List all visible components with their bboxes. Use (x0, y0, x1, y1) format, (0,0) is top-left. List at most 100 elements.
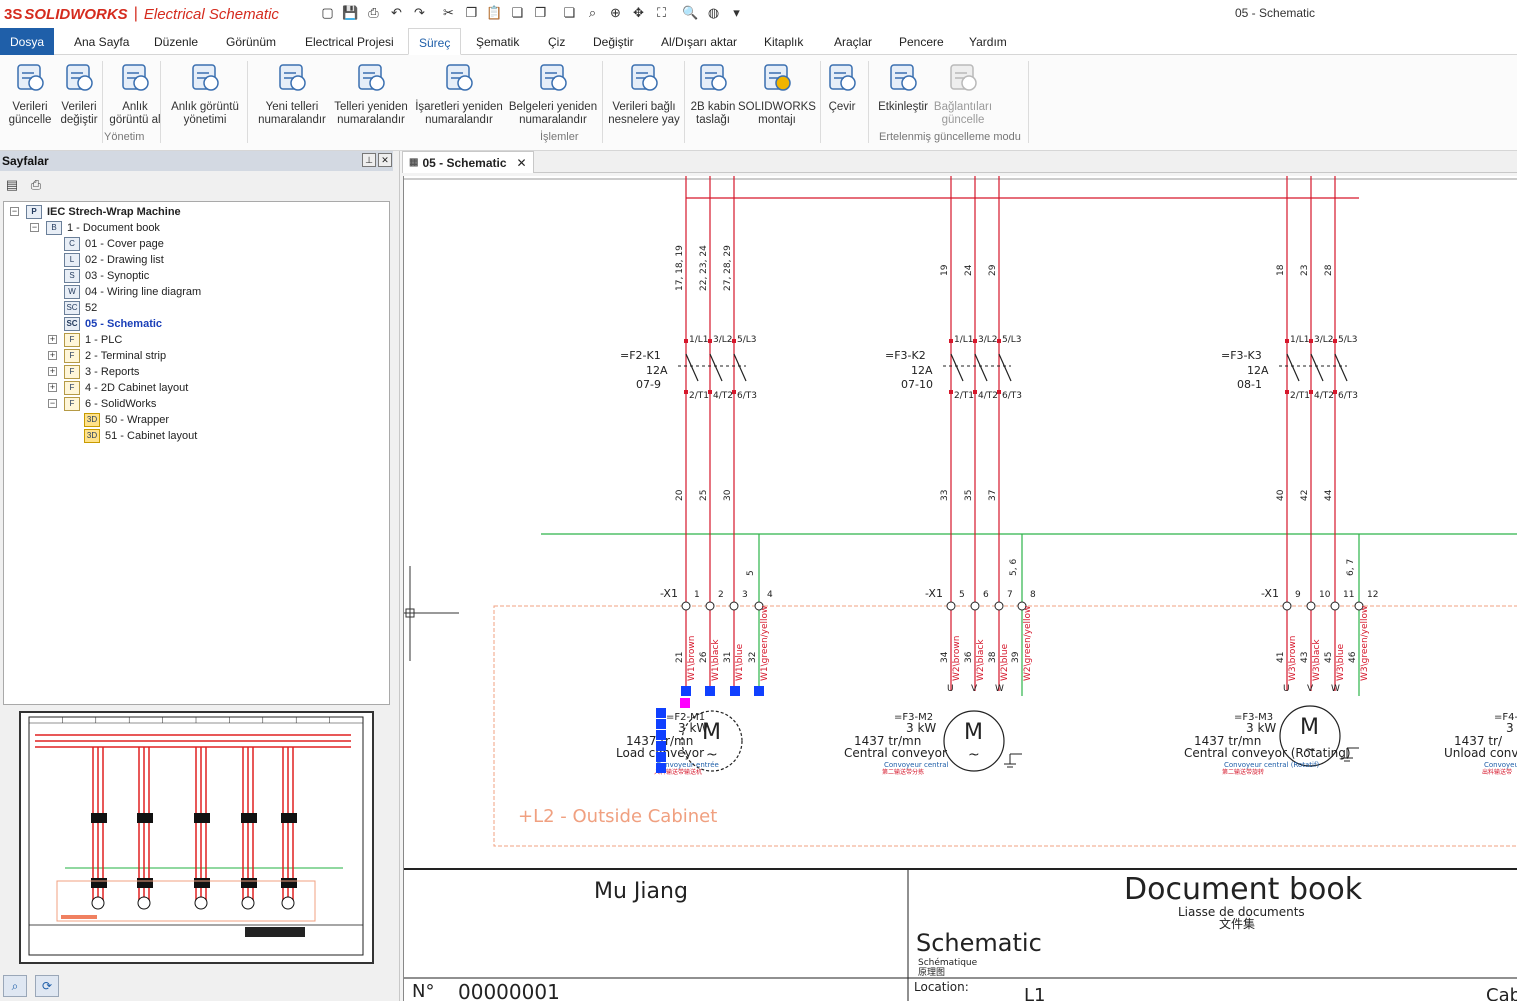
expand-icon[interactable]: + (48, 350, 57, 360)
redo-icon[interactable]: ↷ (414, 4, 425, 20)
ribbon-button-translate[interactable]: Çevir (827, 59, 857, 114)
cut-icon[interactable]: ✂ (443, 4, 454, 20)
terminal-number: 4 (767, 590, 773, 600)
menu-tab-6[interactable]: Şematik (476, 35, 520, 49)
tree-item-label: 52 (85, 302, 98, 314)
search-icon[interactable]: 🔍 (682, 4, 699, 20)
zoom-fit-icon[interactable]: ⛶ (656, 4, 667, 20)
tree-item-label: 6 - SolidWorks (85, 398, 157, 410)
menu-tab-7[interactable]: Çiz (548, 35, 566, 49)
ribbon-button-activate[interactable]: Etkinleştir (876, 59, 930, 114)
ribbon-label-line1: Verileri (61, 101, 97, 113)
book-subtitle-cjk: 文件集 (1219, 916, 1255, 931)
undo-icon[interactable]: ↶ (391, 4, 402, 20)
dropdown-icon[interactable]: ▾ (733, 4, 740, 20)
paste-format-icon[interactable]: ❏ (563, 4, 576, 20)
motor-4[interactable]: =F4-M3 k1437 tr/Unload conveConvoyeur de… (1444, 712, 1517, 776)
menu-tab-5[interactable]: Süreç (408, 28, 462, 55)
page-preview-thumbnail[interactable] (19, 711, 374, 964)
menu-tab-3[interactable]: Görünüm (226, 35, 277, 49)
menu-tab-1[interactable]: Ana Sayfa (74, 35, 130, 49)
contact-label-top: 1/L1 (954, 335, 974, 345)
collapse-icon[interactable]: − (48, 398, 57, 408)
contact-blade (1334, 353, 1348, 382)
contact-label-top: 5/L3 (737, 335, 757, 345)
menu-tab-11[interactable]: Araçlar (834, 35, 873, 49)
menu-tab-12[interactable]: Pencere (899, 35, 944, 49)
copy-icon[interactable]: ❐ (465, 4, 478, 20)
terminal-dot (1285, 339, 1289, 343)
collapse-icon[interactable]: − (30, 222, 39, 232)
print-preview-icon[interactable]: ⎙ (30, 177, 42, 192)
menu-tab-8[interactable]: Değiştir (593, 35, 634, 49)
copy-format-icon[interactable]: ❐ (534, 4, 547, 20)
palette-icon[interactable]: ◍ (707, 4, 720, 20)
close-tab-icon[interactable]: ✕ (516, 155, 527, 170)
tab-05-schematic[interactable]: ▦ 05 - Schematic ✕ (402, 151, 534, 173)
pan-icon[interactable]: ✥ (633, 4, 644, 20)
pin-icon[interactable]: ⊥ (362, 153, 376, 167)
contact-blade (1310, 353, 1324, 382)
preview-icon[interactable]: ⌕ (3, 975, 27, 997)
menu-tab-13[interactable]: Yardım (969, 35, 1007, 49)
close-icon[interactable]: ✕ (378, 153, 392, 167)
motor-circuit-2[interactable]: 19331/L12/T124353/L24/T229375/L36/T3=F3-… (885, 176, 1036, 696)
motor-circuit-3[interactable]: 18401/L12/T123423/L24/T228445/L36/T3=F3-… (1221, 176, 1378, 696)
cable-core-label: W1\blue (735, 643, 745, 681)
list-view-icon[interactable]: ▤ (5, 177, 19, 192)
refresh-icon[interactable]: ⟳ (35, 975, 59, 997)
menu-tab-0[interactable]: Dosya (0, 28, 55, 55)
expand-icon[interactable]: + (48, 366, 57, 376)
menu-tab-2[interactable]: Düzenle (154, 35, 199, 49)
menu-tab-9[interactable]: Al/Dışarı aktar (661, 35, 738, 49)
menu-tab-10[interactable]: Kitaplık (764, 35, 804, 49)
selected-terminal-markers[interactable] (656, 686, 764, 773)
paste-special-icon[interactable]: ❏ (511, 4, 524, 20)
new-document-icon[interactable]: ▢ (321, 4, 334, 20)
collapse-icon[interactable]: − (10, 206, 19, 216)
motor-pin-label: V (1307, 684, 1314, 694)
location-value: L1 (1024, 985, 1045, 1001)
save-icon[interactable]: 💾 (342, 4, 359, 20)
solidworks-part-icon: 3D (84, 413, 100, 427)
zoom-window-icon[interactable]: ⊕ (610, 4, 621, 20)
print-icon[interactable]: ⎙ (368, 4, 379, 20)
zoom-icon[interactable]: ⌕ (588, 4, 597, 20)
paste-icon[interactable]: 📋 (486, 4, 503, 20)
expand-icon[interactable]: + (48, 334, 57, 344)
expand-icon[interactable]: + (48, 382, 57, 392)
menu-tab-4[interactable]: Electrical Projesi (305, 35, 394, 49)
